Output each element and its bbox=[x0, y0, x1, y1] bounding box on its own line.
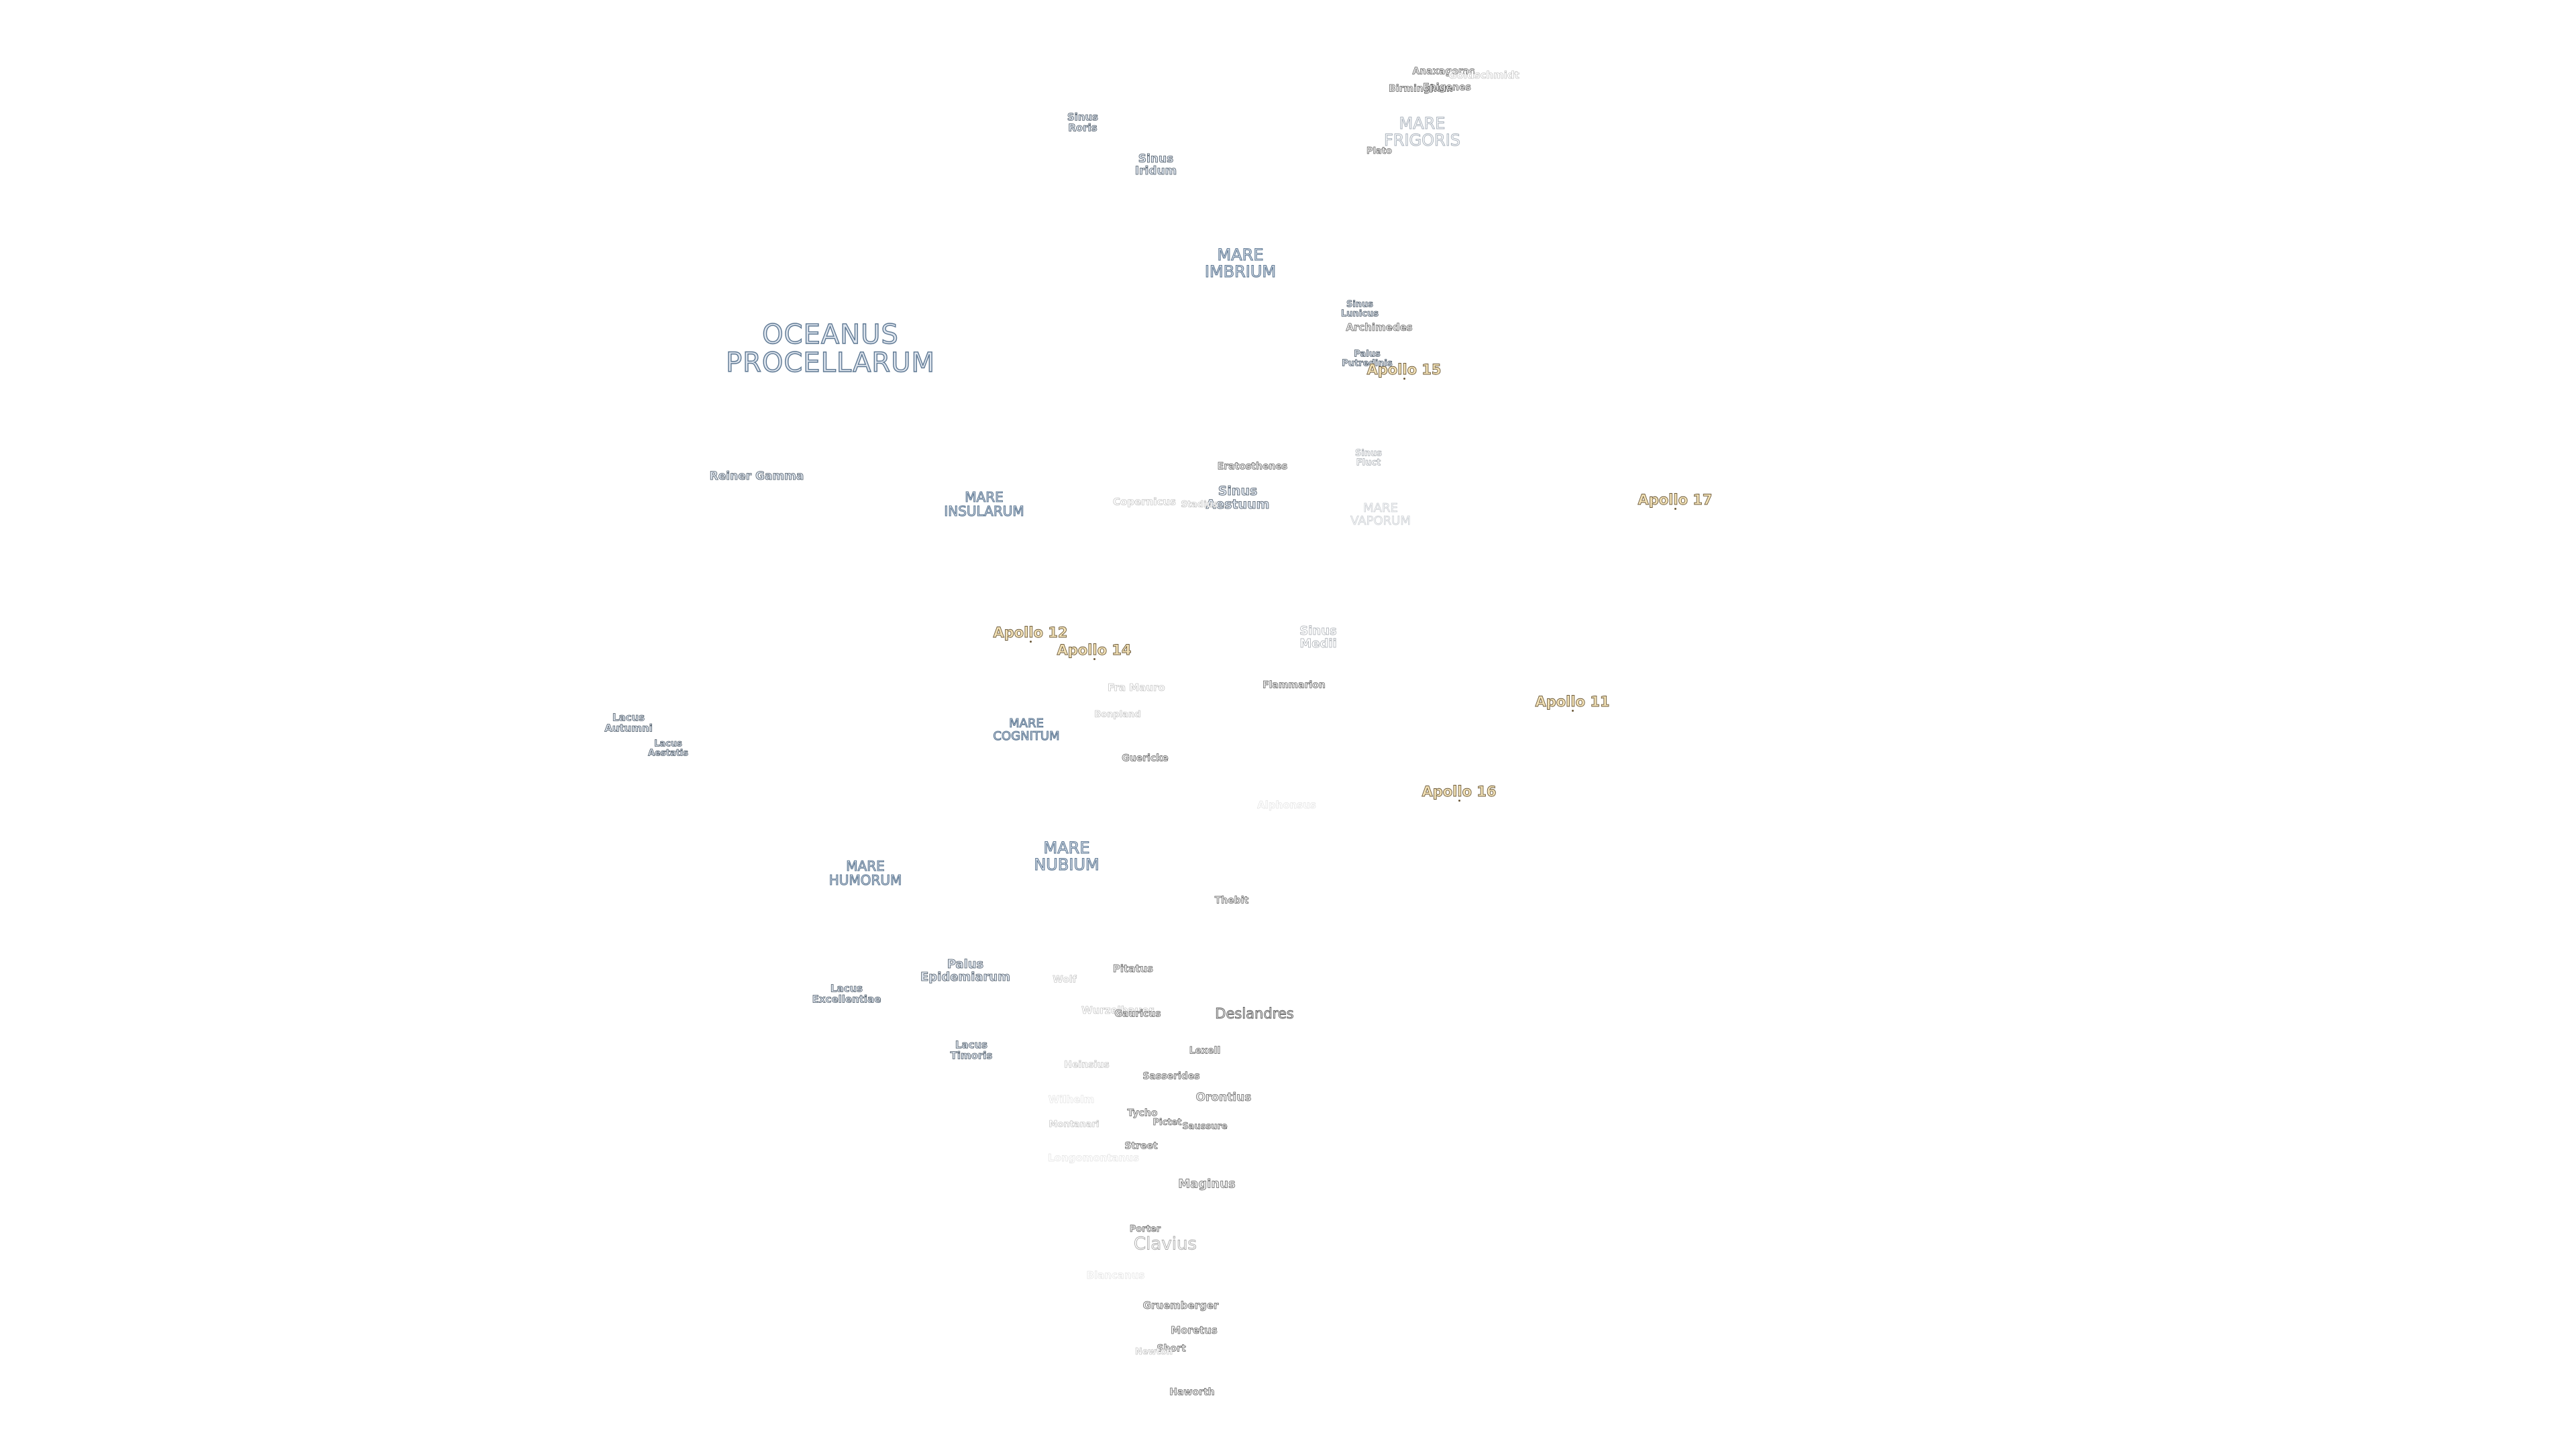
label-apollo-14: Apollo 14 bbox=[1057, 641, 1132, 658]
label-crater-orontius: Orontius bbox=[1195, 1091, 1252, 1105]
label-mare-humorum: MARE HUMORUM bbox=[828, 858, 902, 888]
label-crater-street: Street bbox=[1124, 1140, 1158, 1152]
label-crater-gauricus: Gauricus bbox=[1114, 1008, 1161, 1020]
label-apollo-17: Apollo 17 bbox=[1638, 491, 1713, 508]
label-crater-copernicus: Copernicus bbox=[1113, 496, 1177, 508]
label-crater-deslandres: Deslandres bbox=[1215, 1005, 1294, 1022]
label-crater-sasserides: Sasserides bbox=[1142, 1071, 1200, 1082]
label-lacus-aestatis: Lacus Aestatis bbox=[647, 739, 689, 758]
label-mare-nubium: MARE NUBIUM bbox=[1034, 838, 1099, 874]
label-lacus-timoris: Lacus Timoris bbox=[950, 1038, 993, 1061]
label-lacus-autumni: Lacus Autumni bbox=[604, 711, 653, 734]
label-crater-maginus: Maginus bbox=[1178, 1177, 1236, 1191]
label-crater-goldschmidt: Goldschmidt bbox=[1448, 69, 1519, 82]
label-crater-guericke: Guericke bbox=[1122, 753, 1169, 764]
label-crater-tycho: Tycho bbox=[1127, 1108, 1158, 1119]
apollo-15-site-marker bbox=[1403, 378, 1405, 380]
label-lacus-excellentiae: Lacus Excellentiae bbox=[812, 982, 881, 1005]
label-crater-pictet: Pictet bbox=[1152, 1118, 1182, 1128]
label-crater-archimedes: Archimedes bbox=[1346, 321, 1413, 334]
label-apollo-12: Apollo 12 bbox=[993, 624, 1068, 641]
label-crater-short: Short bbox=[1157, 1343, 1186, 1354]
label-sinus-iridum: Sinus Iridum bbox=[1134, 152, 1177, 178]
label-crater-alphonsus: Alphonsus bbox=[1257, 799, 1316, 812]
label-crater-moretus: Moretus bbox=[1171, 1324, 1218, 1337]
label-sinus-medii: Sinus Medii bbox=[1299, 624, 1337, 651]
label-apollo-11: Apollo 11 bbox=[1535, 693, 1610, 710]
label-crater-wilhelm: Wilhelm bbox=[1048, 1093, 1095, 1106]
label-crater-anaxagoras: Anaxagoras bbox=[1412, 66, 1475, 77]
label-crater-longomontanus: Longomontanus bbox=[1048, 1152, 1139, 1165]
label-crater-stadius: Stadius bbox=[1181, 500, 1218, 511]
label-crater-lexell: Lexell bbox=[1189, 1045, 1221, 1057]
label-mare-cognitum: MARE COGNITUM bbox=[993, 716, 1060, 743]
apollo-17-site-marker bbox=[1674, 508, 1676, 510]
label-mare-imbrium: MARE IMBRIUM bbox=[1204, 245, 1277, 281]
label-sinus-lunicus: Sinus Lunicus bbox=[1341, 299, 1379, 319]
label-mare-insularum: MARE INSULARUM bbox=[944, 489, 1024, 519]
label-crater-eratosthenes: Eratosthenes bbox=[1217, 461, 1288, 472]
label-crater-birmingham: Birmingham bbox=[1389, 83, 1453, 95]
label-crater-heinsius: Heinsius bbox=[1064, 1059, 1110, 1071]
label-sinus-aestuum: Sinus Aestuum bbox=[1205, 484, 1270, 512]
label-crater-haworth: Haworth bbox=[1169, 1387, 1215, 1398]
label-palus-epidemiarum: Palus Epidemiarum bbox=[920, 957, 1011, 984]
label-sinus-fluct: Sinus Fluct bbox=[1354, 448, 1383, 468]
label-crater-blancanus: Blancanus bbox=[1086, 1269, 1145, 1282]
label-crater-clavius: Clavius bbox=[1134, 1234, 1197, 1254]
label-crater-flammarion: Flammarion bbox=[1263, 680, 1326, 691]
apollo-11-site-marker bbox=[1572, 710, 1574, 712]
label-crater-newton: Newton bbox=[1134, 1347, 1173, 1358]
label-crater-plato: Plato bbox=[1366, 146, 1393, 157]
apollo-16-site-marker bbox=[1458, 800, 1460, 802]
label-apollo-16: Apollo 16 bbox=[1421, 783, 1497, 800]
label-reiner-gamma: Reiner Gamma bbox=[709, 470, 804, 484]
label-crater-epigenes: Epigenes bbox=[1423, 82, 1471, 93]
apollo-14-site-marker bbox=[1093, 658, 1095, 660]
label-crater-fra-mauro: Fra Mauro bbox=[1108, 682, 1165, 694]
label-crater-montanari: Montanari bbox=[1049, 1120, 1099, 1130]
apollo-12-site-marker bbox=[1030, 641, 1032, 643]
label-oceanus-procellarum: OCEANUS PROCELLARUM bbox=[725, 319, 936, 378]
label-palus-putredinis: Palus Putredinis bbox=[1342, 349, 1393, 368]
label-apollo-15: Apollo 15 bbox=[1366, 361, 1442, 378]
label-mare-frigoris: MARE FRIGORIS bbox=[1383, 113, 1461, 150]
label-crater-gruemberger: Gruemberger bbox=[1142, 1299, 1219, 1312]
label-crater-wolf: Wolf bbox=[1053, 974, 1077, 985]
label-crater-porter: Porter bbox=[1129, 1224, 1161, 1235]
label-sinus-roris: Sinus Roris bbox=[1067, 111, 1099, 133]
label-crater-pitatus: Pitatus bbox=[1112, 963, 1154, 975]
label-crater-thebit: Thebit bbox=[1214, 895, 1249, 906]
label-crater-saussure: Saussure bbox=[1182, 1122, 1228, 1132]
label-crater-bonpland: Bonpland bbox=[1094, 710, 1141, 720]
label-mare-vaporum: MARE VAPORUM bbox=[1350, 501, 1411, 528]
label-crater-wurzelbauer: Wurzelbauer bbox=[1081, 1004, 1154, 1017]
